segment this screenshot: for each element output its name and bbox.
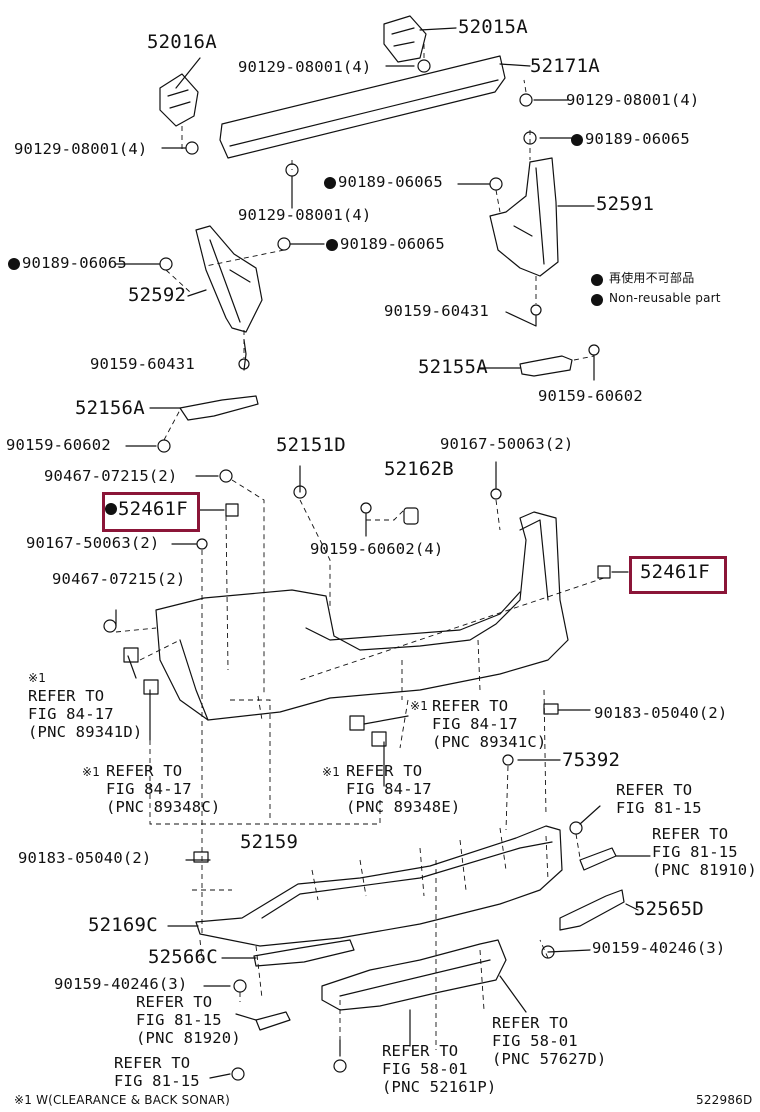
refer-label: (PNC 52161P) [382,1078,497,1096]
refer-label: REFER TO [28,687,105,705]
refer-label: (PNC 81910) [652,861,757,879]
refer-label: FIG 81-15 [616,799,702,817]
diagram-code: 522986D [696,1093,753,1107]
part-label-90183-05040: 90183-05040(2) [594,704,728,722]
part-label-90129-08001: 90129-08001(4) [14,140,148,158]
part-label-90159-40246: 90159-40246(3) [54,975,188,993]
refer-label: REFER TO [114,1054,191,1072]
part-label-90159-60431: 90159-60431 [384,302,489,320]
non-reusable-dot [571,134,583,146]
part-label-90129-08001: 90129-08001(4) [238,206,372,224]
non-reusable-dot [326,239,338,251]
part-label-90159-40246: 90159-40246(3) [592,939,726,957]
reinforcement-bar [219,55,506,159]
part-label-90167-50063: 90167-50063(2) [26,534,160,552]
part-label-90183-05040: 90183-05040(2) [18,849,152,867]
part-label-90189-06065: 90189-06065 [22,254,127,272]
refer-label: REFER TO [136,993,213,1011]
part-label-90159-60602: 90159-60602(4) [310,540,444,558]
refer-label: REFER TO [382,1042,459,1060]
part-label-90159-60602: 90159-60602 [6,436,111,454]
bracket-right [383,15,427,63]
part-label-90167-50063: 90167-50063(2) [440,435,574,453]
refer-label: REFER TO [616,781,693,799]
part-label-52151D: 52151D [276,434,346,456]
retainer-52155A [519,355,573,377]
refer-label: FIG 81-15 [136,1011,222,1029]
part-label-90189-06065: 90189-06065 [338,173,443,191]
part-label-52016A: 52016A [147,31,217,53]
note-mark: ※1 [410,699,429,713]
refer-label: FIG 58-01 [492,1032,578,1050]
part-label-90189-06065: 90189-06065 [340,235,445,253]
refer-label: REFER TO [652,825,729,843]
non-reusable-dot [105,503,117,515]
note-mark: ※1 [82,765,101,779]
refer-label: (PNC 89348E) [346,798,461,816]
refer-label: REFER TO [492,1014,569,1032]
non-reusable-dot [324,177,336,189]
part-label-90159-60602: 90159-60602 [538,387,643,405]
legend-japanese: 再使用不可部品 [609,271,695,285]
refer-label: REFER TO [432,697,509,715]
refer-label: REFER TO [346,762,423,780]
part-label-90467-07215: 90467-07215(2) [52,570,186,588]
refer-label: FIG 58-01 [382,1060,468,1078]
note-mark: ※1 [322,765,341,779]
part-label-52162B: 52162B [384,458,454,480]
part-label-90189-06065: 90189-06065 [585,130,690,148]
part-label-52155A: 52155A [418,356,488,378]
refer-label: REFER TO [106,762,183,780]
part-label-52171A: 52171A [530,55,600,77]
refer-label: FIG 84-17 [432,715,518,733]
part-label-52156A: 52156A [75,397,145,419]
refer-label: FIG 81-15 [652,843,738,861]
reflector-right [559,889,625,931]
refer-label: FIG 81-15 [114,1072,200,1090]
refer-label: FIG 84-17 [106,780,192,798]
lower-cover [195,825,563,947]
part-label-52015A: 52015A [458,16,528,38]
refer-label: (PNC 89341D) [28,723,143,741]
legend-dot [591,294,603,306]
part-label-52169C: 52169C [88,914,158,936]
part-label-75392: 75392 [562,749,621,771]
part-label-52159: 52159 [240,831,299,853]
part-label-52591: 52591 [596,193,655,215]
highlight-box-52461F-left [102,492,200,532]
refer-label: (PNC 81920) [136,1029,241,1047]
part-label-52565D: 52565D [634,898,704,920]
part-label-90467-07215: 90467-07215(2) [44,467,178,485]
side-retainer-left [195,225,263,333]
refer-label: (PNC 57627D) [492,1050,607,1068]
note-mark: ※1 [28,671,47,685]
part-label-52566C: 52566C [148,946,218,968]
bracket-left [159,73,199,127]
retainer-52156A [179,395,259,421]
highlight-box-52461F-right [629,556,727,594]
part-label-52461F: 52461F [118,498,188,520]
part-label-90159-60431: 90159-60431 [90,355,195,373]
refer-label: FIG 84-17 [346,780,432,798]
refer-label: (PNC 89348C) [106,798,221,816]
part-label-90129-08001: 90129-08001(4) [238,58,372,76]
part-label-52592: 52592 [128,284,187,306]
side-retainer-right [489,157,559,277]
part-label-52461F: 52461F [640,561,710,583]
non-reusable-dot [8,258,20,270]
legend-dot [591,274,603,286]
footnote: ※1 W(CLEARANCE & BACK SONAR) [14,1093,231,1107]
legend-english: Non-reusable part [609,291,721,305]
skid-plate [321,939,507,1011]
refer-label: FIG 84-17 [28,705,114,723]
refer-label: (PNC 89341C) [432,733,547,751]
bumper-cover [155,511,569,721]
reflector-left [253,939,355,967]
part-label-90129-08001: 90129-08001(4) [566,91,700,109]
